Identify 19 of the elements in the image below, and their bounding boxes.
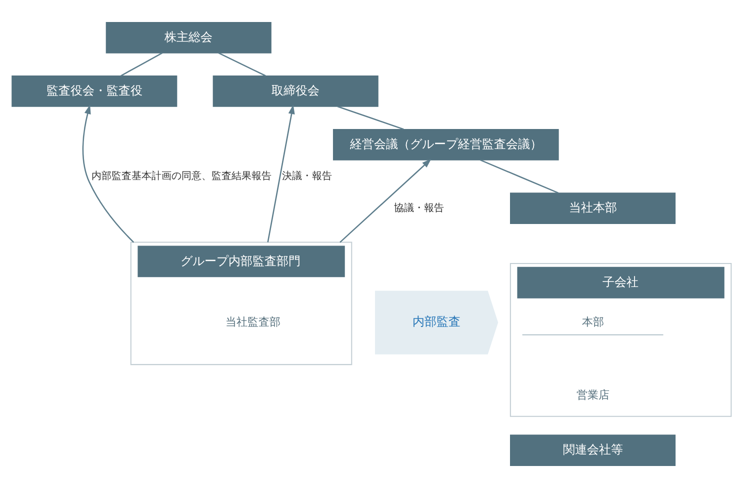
node-text: 営業店 [576,388,610,402]
connector [480,159,559,194]
edge-label: 内部監査基本計画の同意、監査結果報告 [91,171,272,182]
arrow [267,104,295,242]
node-box: 監査役会・監査役 [12,75,178,107]
node-box: 関連会社等 [510,434,676,466]
node-text: 本部 [582,315,604,328]
connector [218,52,266,76]
node-box: 取締役会 [212,75,378,107]
arrow [340,158,432,243]
node-text: 当社監査部 [226,315,281,328]
edge-label: 協議・報告 [394,202,444,214]
connector [120,52,163,76]
arrow [82,104,134,243]
node-box: 当社本部 [510,192,676,224]
connector [337,106,404,130]
node-box: 経営会議（グループ経営監査会議） [332,128,559,160]
node-box: 株主総会 [106,22,272,54]
edge-label: 決議・報告 [282,171,332,182]
